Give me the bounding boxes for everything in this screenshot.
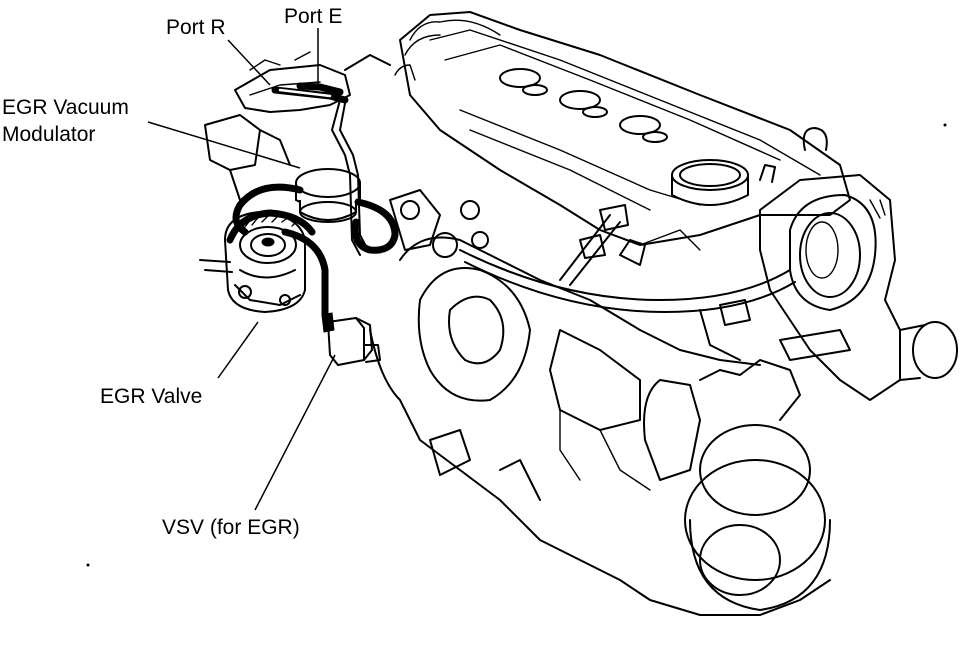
label-vsv-for-egr: VSV (for EGR) [162, 516, 300, 539]
timing-belt-cover [759, 174, 958, 401]
label-egr-valve: EGR Valve [100, 385, 203, 408]
label-egr-vacuum-modulator-line1: EGR Vacuum [2, 96, 129, 119]
crank-pulley [643, 359, 831, 611]
label-port-e: Port E [284, 5, 343, 28]
egr-vacuum-modulator [295, 168, 361, 223]
leader-lines [147, 28, 336, 511]
engine-block [369, 189, 831, 616]
vacuum-hoses [232, 82, 399, 319]
cylinder-head-cover [394, 11, 851, 246]
label-egr-vacuum-modulator-line2: Modulator [2, 123, 96, 146]
vsv-for-egr [321, 312, 381, 367]
label-port-r: Port R [166, 16, 226, 39]
